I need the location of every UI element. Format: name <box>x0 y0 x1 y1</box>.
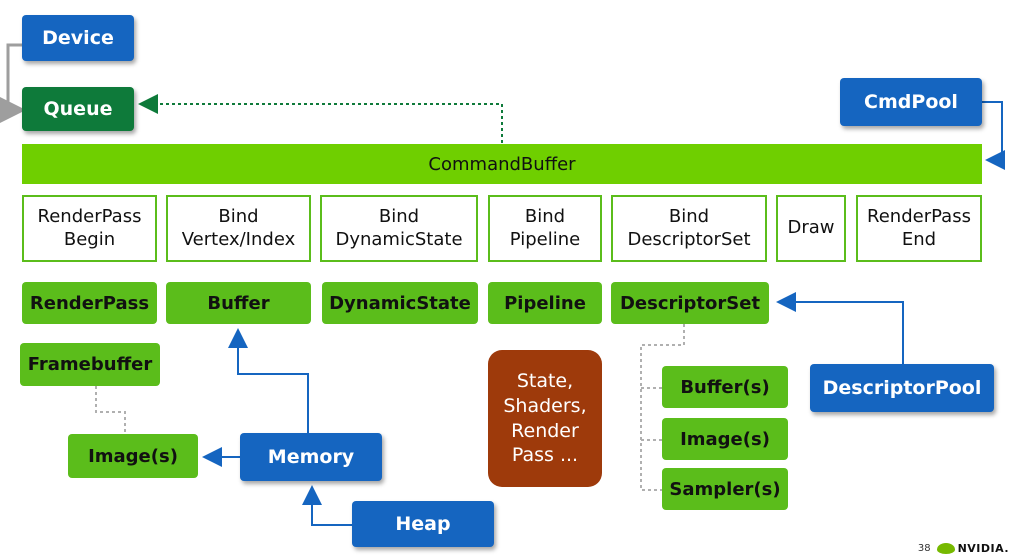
bind-dynamicstate-command: Bind DynamicState <box>320 195 478 262</box>
memory-to-buffer-arrow <box>228 328 309 433</box>
descriptorset-node: DescriptorSet <box>611 282 769 324</box>
nvidia-eye-icon <box>936 543 955 554</box>
framebuffer-to-images-link <box>95 386 126 434</box>
cmdpool-to-commandbuffer-arrow <box>982 101 1005 170</box>
commandbuffer-node: CommandBuffer <box>22 144 982 184</box>
pipeline-node: Pipeline <box>488 282 602 324</box>
descriptorset-children-link <box>640 324 685 491</box>
commandbuffer-to-queue-arrow <box>138 94 503 143</box>
cmdpool-node: CmdPool <box>840 78 982 126</box>
descriptorpool-node: DescriptorPool <box>810 364 994 412</box>
bind-vertex-index-command: Bind Vertex/Index <box>166 195 311 262</box>
page-number: 38 <box>917 543 931 554</box>
descriptor-images-node: Image(s) <box>662 418 788 460</box>
renderpass-begin-command: RenderPass Begin <box>22 195 157 262</box>
memory-node: Memory <box>240 433 382 481</box>
framebuffer-node: Framebuffer <box>20 343 160 386</box>
descriptorpool-to-descriptorset-arrow <box>776 292 904 364</box>
draw-command: Draw <box>776 195 846 262</box>
buffer-node: Buffer <box>166 282 311 324</box>
samplers-node: Sampler(s) <box>662 468 788 510</box>
heap-to-memory-arrow <box>302 485 352 526</box>
renderpass-end-command: RenderPass End <box>856 195 982 262</box>
bind-pipeline-command: Bind Pipeline <box>488 195 602 262</box>
slide-footer: 38 NVIDIA. <box>918 542 1009 555</box>
device-to-queue-arrow <box>0 43 26 125</box>
bind-descriptorset-command: Bind DescriptorSet <box>611 195 767 262</box>
images-node: Image(s) <box>68 434 198 478</box>
heap-node: Heap <box>352 501 494 547</box>
dynamicstate-node: DynamicState <box>322 282 478 324</box>
pipeline-state-node: State, Shaders, Render Pass ... <box>488 350 602 487</box>
device-node: Device <box>22 15 134 61</box>
renderpass-node: RenderPass <box>22 282 157 324</box>
nvidia-brand: NVIDIA. <box>957 542 1009 555</box>
queue-node: Queue <box>22 87 134 131</box>
buffers-node: Buffer(s) <box>662 366 788 408</box>
nvidia-logo: NVIDIA. <box>936 542 1009 555</box>
